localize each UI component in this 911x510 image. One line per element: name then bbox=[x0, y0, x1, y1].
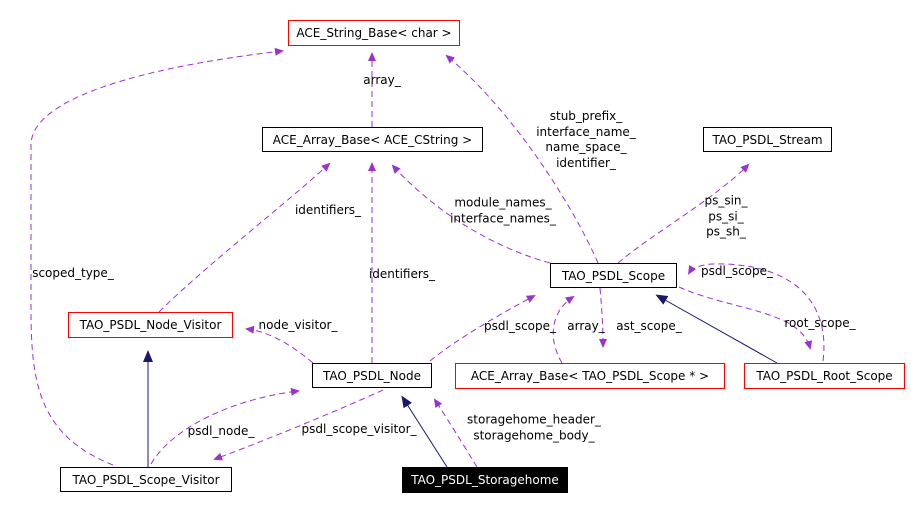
edge-inherit-rootscope-scope bbox=[655, 294, 778, 364]
class-node-tao-psdl-node-visitor[interactable]: TAO_PSDL_Node_Visitor bbox=[68, 312, 233, 338]
edge-use-psdl-scope-node bbox=[429, 295, 536, 362]
edge-use-identifiers-visitor bbox=[158, 162, 331, 313]
class-node-tao-psdl-scope[interactable]: TAO_PSDL_Scope bbox=[550, 263, 677, 288]
class-node-tao-psdl-root-scope[interactable]: TAO_PSDL_Root_Scope bbox=[744, 363, 905, 389]
edge-use-storagehome-members bbox=[433, 398, 478, 468]
class-node-ace-array-base-ace-cstring[interactable]: ACE_Array_Base< ACE_CString > bbox=[262, 127, 483, 152]
edge-use-root-scope bbox=[678, 286, 813, 350]
edge-use-module-names bbox=[391, 164, 551, 264]
class-node-ace-string-base-char[interactable]: ACE_String_Base< char > bbox=[288, 20, 460, 46]
class-node-tao-psdl-storagehome-current[interactable]: TAO_PSDL_Storagehome bbox=[402, 467, 568, 493]
edge-use-array-scopeptr bbox=[552, 295, 575, 364]
edge-use-stub-prefix bbox=[445, 54, 599, 264]
edge-use-scoped-type bbox=[30, 47, 284, 466]
edge-use-ps-sin bbox=[617, 163, 750, 264]
class-node-tao-psdl-scope-visitor[interactable]: TAO_PSDL_Scope_Visitor bbox=[60, 467, 232, 492]
edge-use-psdl-node bbox=[150, 387, 300, 465]
class-node-tao-psdl-node[interactable]: TAO_PSDL_Node bbox=[312, 363, 432, 388]
edge-inherit-storagehome-node bbox=[401, 395, 448, 468]
edge-use-psdl-scope-visitor bbox=[213, 389, 384, 461]
edge-use-psdl-scope-root bbox=[687, 263, 825, 362]
class-node-tao-psdl-stream[interactable]: TAO_PSDL_Stream bbox=[703, 127, 832, 152]
edge-use-ast-scope bbox=[598, 287, 607, 348]
edge-use-node-visitor bbox=[245, 325, 314, 364]
class-node-ace-array-base-tao-psdl-scope-ptr[interactable]: ACE_Array_Base< TAO_PSDL_Scope * > bbox=[455, 363, 725, 389]
